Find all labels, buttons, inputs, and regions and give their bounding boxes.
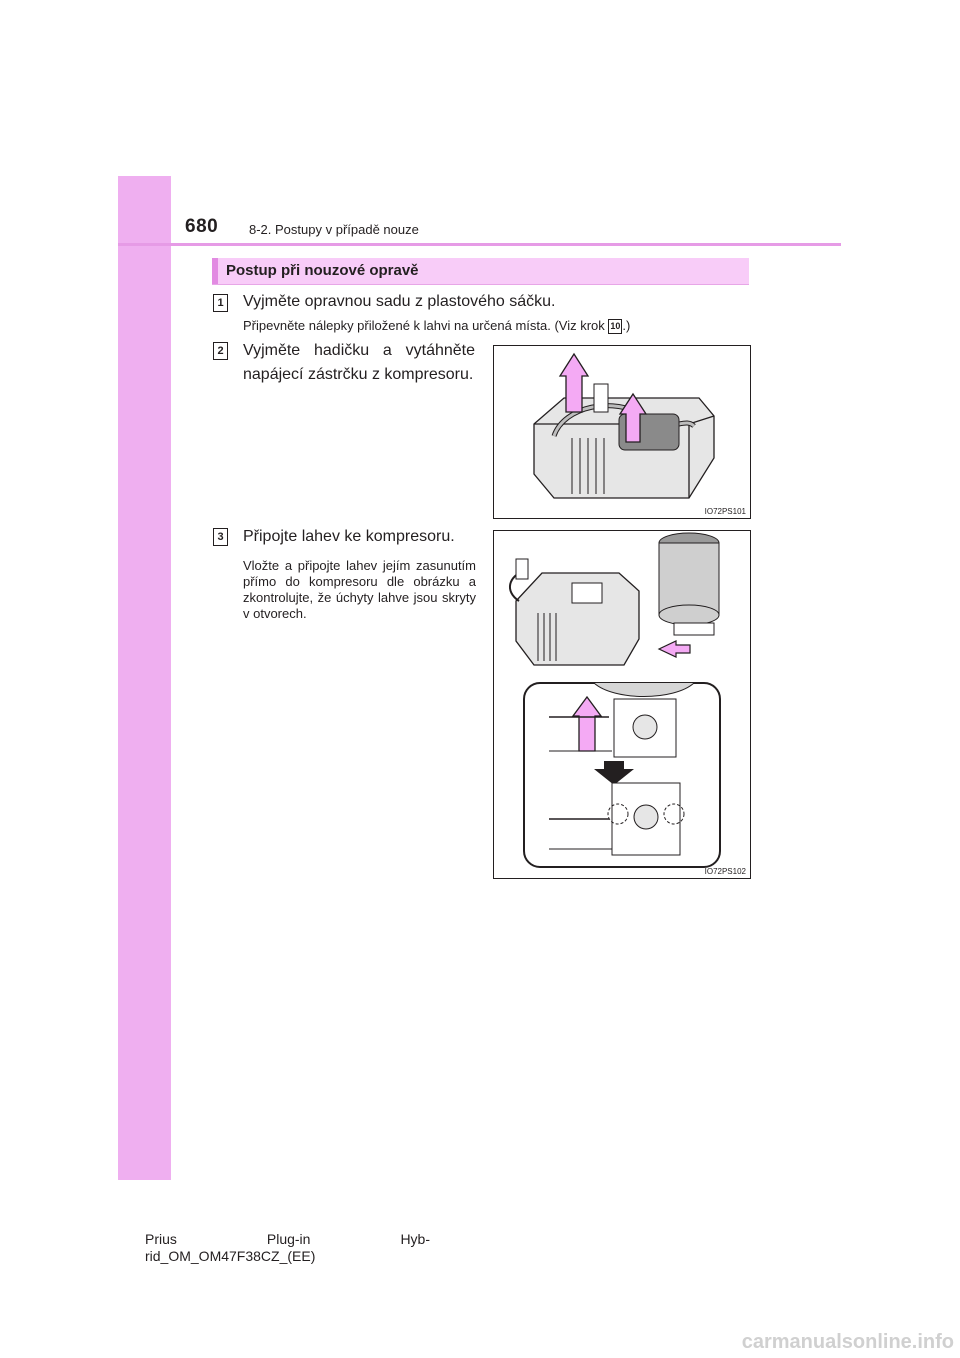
footer-hyb: Hyb- [400, 1231, 430, 1247]
footer-document-id: Prius Plug-in Hyb- rid_OM_OM47F38CZ_(EE) [145, 1231, 435, 1265]
section-title: 8-2. Postupy v případě nouze [249, 222, 419, 237]
step-2-heading: Vyjměte hadičku a vytáhněte napájecí zás… [243, 342, 475, 383]
step-3-heading: Připojte lahev ke kompresoru. [243, 528, 455, 545]
title-bar-accent [212, 258, 218, 284]
bottle-connection-illustration [509, 532, 721, 868]
step-2-number: 2 [213, 342, 228, 360]
page-number: 680 [185, 216, 219, 237]
chapter-sidebar-tab [118, 176, 171, 1180]
step-1-note: Připevněte nálepky přiložené k lahvi na … [243, 318, 630, 334]
figure-bottle-compressor: IO72PS102 [493, 530, 751, 879]
procedure-title: Postup při nouzové opravě [226, 262, 419, 279]
step-1-note-text: Připevněte nálepky přiložené k lahvi na … [243, 318, 605, 333]
step-1-number: 1 [213, 294, 228, 312]
footer-variant: Plug-in [266, 1231, 311, 1247]
watermark: carmanualsonline.info [741, 1331, 954, 1353]
figure-compressor-hose: IO72PS101 [493, 345, 751, 519]
step-1-heading: Vyjměte opravnou sadu z plastového sáčku… [243, 293, 556, 310]
footer-model: Prius [145, 1231, 177, 1247]
header-divider [118, 243, 841, 246]
step-3-number: 3 [213, 528, 228, 546]
procedure-title-bar: Postup při nouzové opravě [212, 258, 749, 285]
figure-code: IO72PS101 [704, 507, 746, 516]
figure-code: IO72PS102 [704, 867, 746, 876]
compressor-kit-illustration [533, 352, 715, 499]
step-reference-box[interactable]: 10 [608, 319, 623, 334]
step-1-note-end: .) [622, 318, 631, 333]
footer-code: rid_OM_OM47F38CZ_(EE) [145, 1248, 316, 1264]
step-3-body: Vložte a připojte lahev jejím zasunutím … [243, 558, 476, 621]
